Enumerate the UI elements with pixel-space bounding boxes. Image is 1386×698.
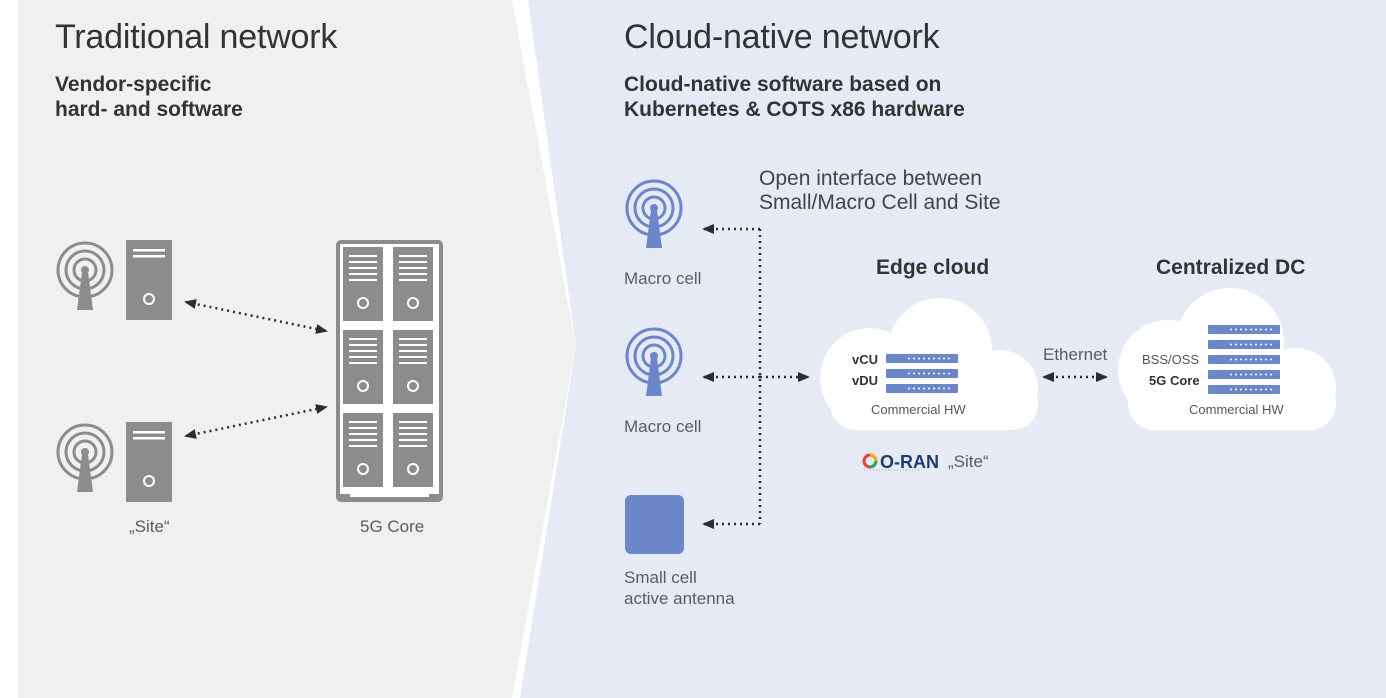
- right-title: Cloud-native network: [624, 18, 940, 56]
- left-panel-bg: [18, 0, 576, 698]
- edge-hw-label: Commercial HW: [871, 402, 966, 417]
- ethernet-label: Ethernet: [1043, 345, 1108, 364]
- small-cell-label-line1: Small cell: [624, 568, 697, 587]
- right-subtitle-line2: Kubernetes & COTS x86 hardware: [624, 98, 965, 121]
- edge-site-label: „Site“: [948, 452, 989, 471]
- server-tower-icon: [125, 421, 173, 503]
- edge-cloud-title: Edge cloud: [876, 256, 990, 279]
- core-label: 5G Core: [360, 517, 425, 536]
- interface-label-line2: Small/Macro Cell and Site: [759, 191, 1001, 214]
- vdu-label: vDU: [852, 373, 879, 388]
- left-subtitle-line2: hard- and software: [55, 98, 243, 121]
- small-cell-label-line2: active antenna: [624, 589, 735, 608]
- server-blade-icon: [885, 353, 959, 394]
- site-label: „Site“: [129, 517, 170, 536]
- left-subtitle-line1: Vendor-specific: [55, 73, 212, 96]
- server-rack-icon: [336, 240, 443, 502]
- bss-oss-label: BSS/OSS: [1142, 352, 1200, 367]
- macro-cell-label: Macro cell: [624, 417, 702, 436]
- oran-logo-text: O-RAN: [880, 452, 939, 472]
- dc-core-label: 5G Core: [1149, 373, 1200, 388]
- oran-logo-icon: [862, 453, 878, 469]
- vcu-label: vCU: [852, 352, 879, 367]
- dc-hw-label: Commercial HW: [1189, 402, 1284, 417]
- small-cell-square-icon: [625, 495, 684, 554]
- cloud-icon: [1118, 288, 1336, 430]
- left-title: Traditional network: [55, 18, 338, 56]
- server-tower-icon: [125, 239, 173, 321]
- macro-cell-label: Macro cell: [624, 269, 702, 288]
- centralized-dc-title: Centralized DC: [1156, 256, 1306, 279]
- right-subtitle-line1: Cloud-native software based on: [624, 73, 942, 96]
- interface-label-line1: Open interface between: [759, 167, 982, 190]
